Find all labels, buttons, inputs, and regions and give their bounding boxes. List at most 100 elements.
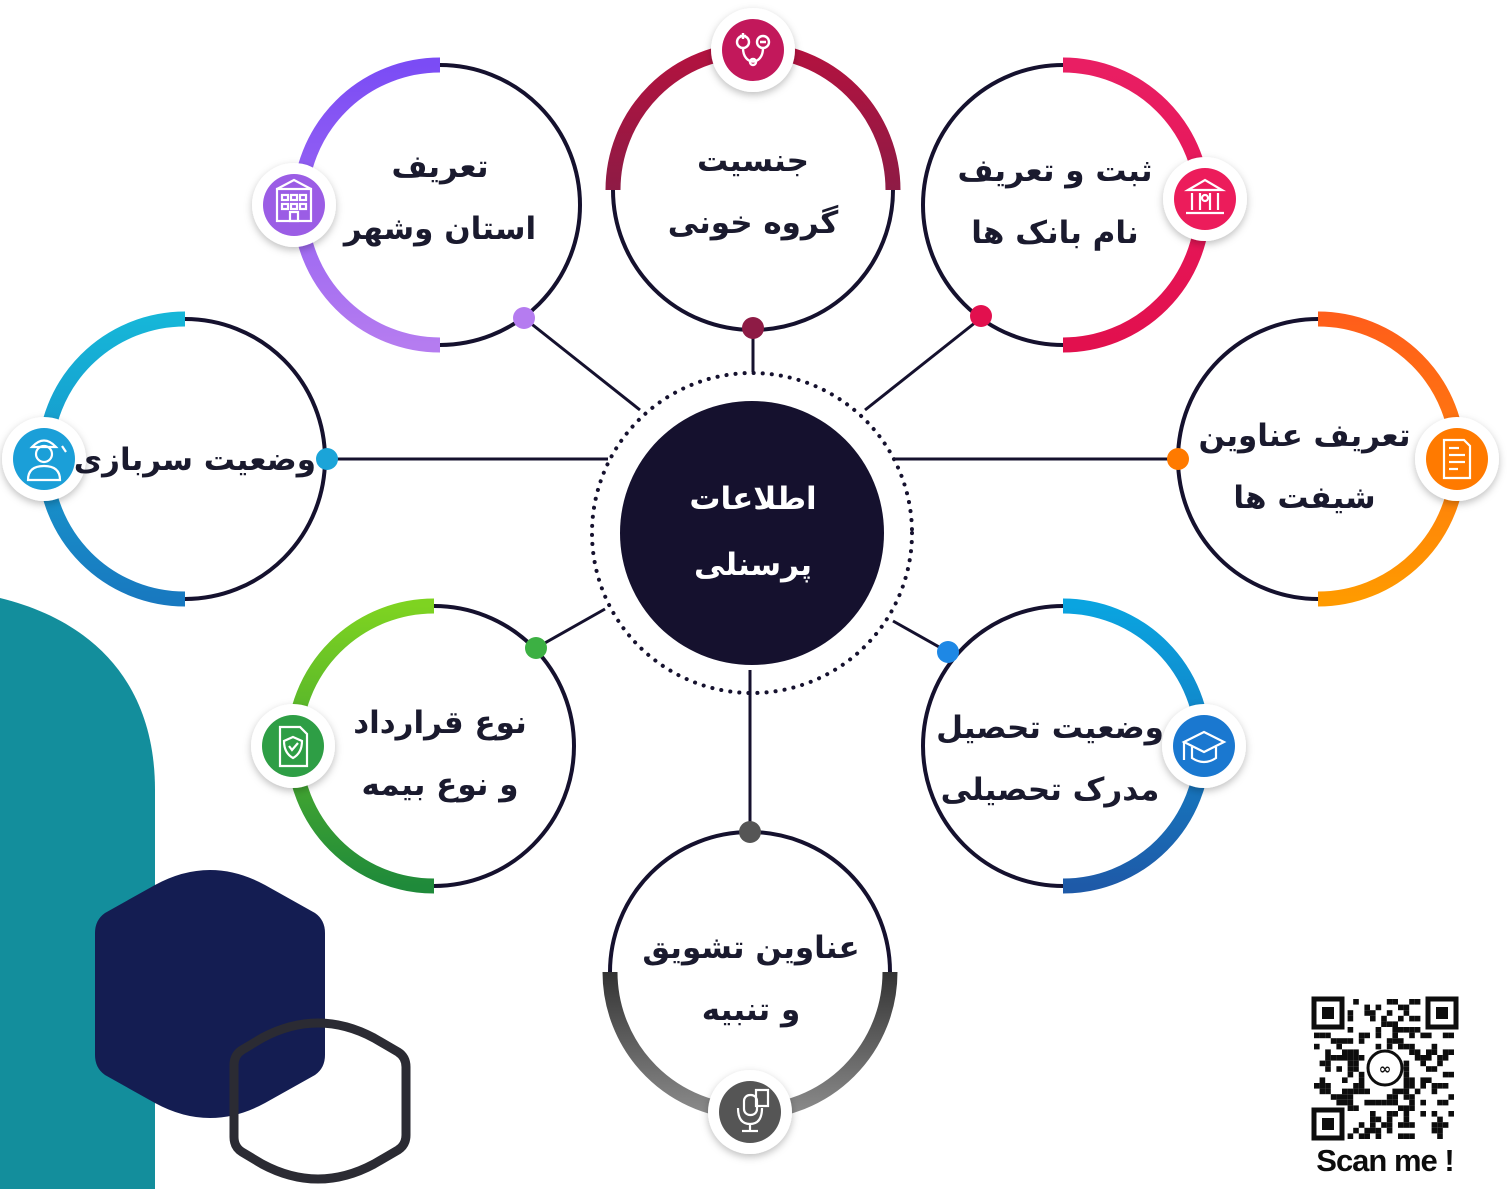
qr-module [1381,1099,1387,1106]
qr-module [1314,1043,1320,1050]
qr-module [1386,1038,1393,1044]
qr-module [1420,1111,1426,1117]
qr-module [1353,1055,1359,1061]
qr-module [1431,1066,1438,1072]
qr-module [1375,1004,1382,1011]
qr-module [1431,1043,1438,1050]
qr-module [1325,1060,1331,1067]
qr-module [1392,1027,1398,1033]
qr-module [1353,1083,1359,1089]
qr-module [1409,1083,1415,1089]
qr-module [1403,1105,1410,1111]
qr-module [1336,1094,1342,1100]
qr-module [1347,1049,1354,1055]
qr-module [1403,1004,1410,1011]
label-shift-titles: تعریف عناوین شیفت ها [1192,405,1417,529]
connector-dot [742,317,764,339]
qr-module [1325,1088,1331,1095]
microphone-icon [736,1088,770,1133]
qr-module [1398,1038,1404,1044]
qr-module [1386,1122,1393,1128]
qr-module [1403,1116,1410,1123]
qr-module [1386,1021,1393,1027]
teal-background-shape [0,598,155,1189]
qr-module [1426,1049,1432,1055]
qr-module [1370,1116,1376,1123]
qr-module [1442,1071,1449,1078]
shield-document-icon [278,725,309,768]
connector-dot [525,637,547,659]
connector-dot [739,821,761,843]
qr-module [1420,1077,1426,1083]
qr-module [1325,1049,1331,1055]
qr-module [1437,1122,1443,1128]
qr-module [1431,1049,1438,1055]
building-icon [275,178,313,223]
qr-module [1381,1122,1387,1128]
qr-module [1392,1021,1398,1027]
label-line1: عناوین تشویق [642,930,860,966]
qr-module [1319,1060,1326,1067]
icon-badge [1426,428,1488,490]
qr-module [1403,1122,1410,1128]
qr-module [1414,1027,1421,1033]
qr-module [1409,1043,1415,1050]
qr-module [1403,1010,1410,1016]
qr-module [1330,1055,1337,1061]
qr-module [1403,1083,1410,1089]
node-military-service [2,311,338,607]
qr-module [1386,999,1393,1005]
qr-module [1426,1077,1432,1083]
qr-module [1392,1088,1398,1095]
qr-module [1442,1049,1449,1055]
qr-module [1442,1099,1449,1106]
qr-module [1431,1088,1438,1095]
qr-module [1448,1111,1454,1117]
connector-province-city [523,316,641,412]
qr-module [1437,1116,1443,1123]
label-line1: وضعیت تحصیل [936,710,1164,746]
qr-module [1431,1111,1438,1117]
label-line1: وضعیت سربازی [73,442,316,478]
qr-module [1347,1094,1354,1100]
qr-module [1347,1010,1354,1016]
qr-module [1403,1066,1410,1072]
qr-module [1392,1038,1398,1044]
qr-module [1342,1088,1348,1095]
qr-module [1314,1032,1320,1039]
qr-module [1358,1055,1365,1061]
qr-module [1336,1066,1342,1072]
qr-module [1375,1127,1382,1134]
qr-module [1414,1055,1421,1061]
qr-finder-bottom-left [1311,1107,1345,1141]
graduation-cap-icon [1181,730,1227,764]
qr-module [1409,1049,1415,1055]
qr-module [1353,999,1359,1005]
label-education: وضعیت تحصیل مدرک تحصیلی [930,697,1170,821]
label-line2: استان وشهر [343,211,537,247]
qr-module [1392,999,1398,1005]
qr-module [1347,1060,1354,1067]
qr-module [1409,999,1415,1005]
connector-contract-insurance [535,607,606,650]
qr-module [1375,1099,1382,1106]
qr-module [1409,1094,1415,1100]
qr-module [1386,1099,1393,1106]
connector-dot [316,448,338,470]
qr-module [1398,1105,1404,1111]
qr-module [1319,1083,1326,1089]
qr-module [1431,1083,1438,1089]
qr-module [1386,1010,1393,1016]
qr-module [1364,1010,1370,1016]
qr-module [1347,1071,1354,1078]
qr-module [1392,1032,1398,1039]
qr-module [1358,1071,1365,1078]
qr-module [1386,1111,1393,1117]
qr-module [1420,1099,1426,1106]
qr-module [1448,1071,1454,1078]
qr-module [1398,1133,1404,1139]
qr-module [1442,1055,1449,1061]
qr-module [1370,1127,1376,1134]
label-province-city: تعریف استان وشهر [330,136,550,260]
qr-caption: Scan me ! [1316,1143,1454,1178]
